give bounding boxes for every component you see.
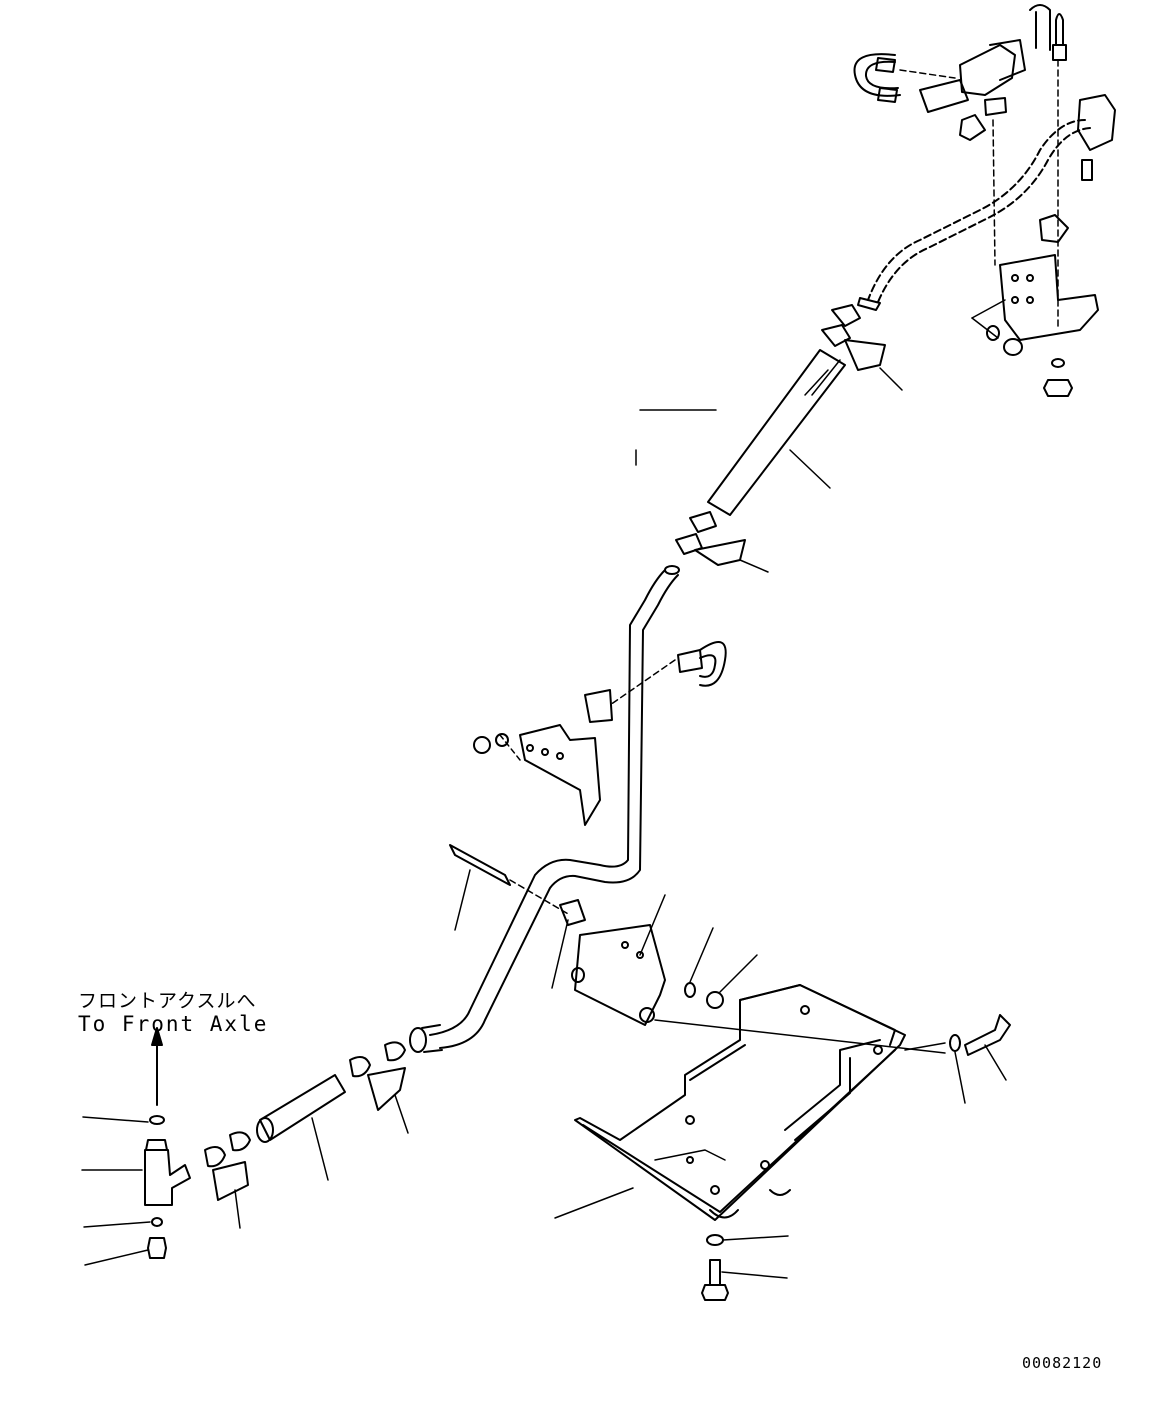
rubber-hose-lower (259, 1074, 346, 1141)
destination-label-english: To Front Axle (78, 1012, 269, 1036)
long-j-bolt (1055, 13, 1064, 46)
mounting-bracket-middle (519, 724, 601, 826)
nut-middle (473, 736, 491, 754)
hose-clamp-c (384, 1041, 406, 1062)
tee-fitting (144, 1149, 191, 1206)
hose-clamp-d (349, 1055, 371, 1078)
u-bolt-middle (699, 641, 727, 687)
plug-bolt (147, 1237, 167, 1259)
hose-clamp-e (229, 1131, 251, 1152)
washer-middle (495, 733, 509, 747)
washer-side (949, 1034, 961, 1052)
rear-brake-pipe (867, 119, 1086, 301)
hose-clamp-upper-b (821, 324, 851, 347)
pipe-end-fitting (409, 1027, 427, 1053)
washer-bottom (1051, 358, 1065, 368)
pipe-clamp-top (959, 44, 1016, 96)
nut-bottom (1043, 379, 1073, 397)
nut-clip (706, 991, 724, 1009)
u-bolt-hook (1029, 4, 1051, 51)
guard-side-bolt (904, 1014, 1011, 1104)
middle-hose-assembly (675, 304, 903, 573)
destination-label-japanese: フロントアクスルへ (78, 990, 257, 1012)
mounting-bracket-right (999, 254, 1099, 341)
pipe-clip-assembly (449, 844, 946, 1054)
washer-clip (684, 982, 696, 998)
stud-bolt (449, 844, 511, 886)
rubber-hose-middle (707, 349, 846, 516)
washer-right (986, 325, 1000, 341)
middle-u-bolt-bracket (473, 641, 727, 826)
guard-plate (554, 984, 906, 1221)
washer-bottom-guard (706, 1234, 724, 1246)
hose-clamp-upper-a (831, 304, 861, 327)
hose-clamp-lower-a (689, 511, 717, 533)
nut-right (1003, 338, 1023, 356)
main-brake-pipe (409, 409, 717, 1053)
o-ring-top (149, 1115, 165, 1125)
upper-right-mount-assembly (853, 4, 1116, 397)
flange-right (1077, 94, 1116, 151)
rubber-cushion (559, 899, 586, 926)
hose-clamp-f (204, 1145, 226, 1168)
lower-hose-assembly (204, 1041, 409, 1229)
clip-plate (574, 924, 666, 1026)
o-ring-bottom (151, 1217, 163, 1227)
tee-fitting-assembly (81, 1027, 191, 1266)
drawing-code: 00082120 (1022, 1354, 1103, 1372)
guard-bottom-bolt (701, 1234, 789, 1301)
